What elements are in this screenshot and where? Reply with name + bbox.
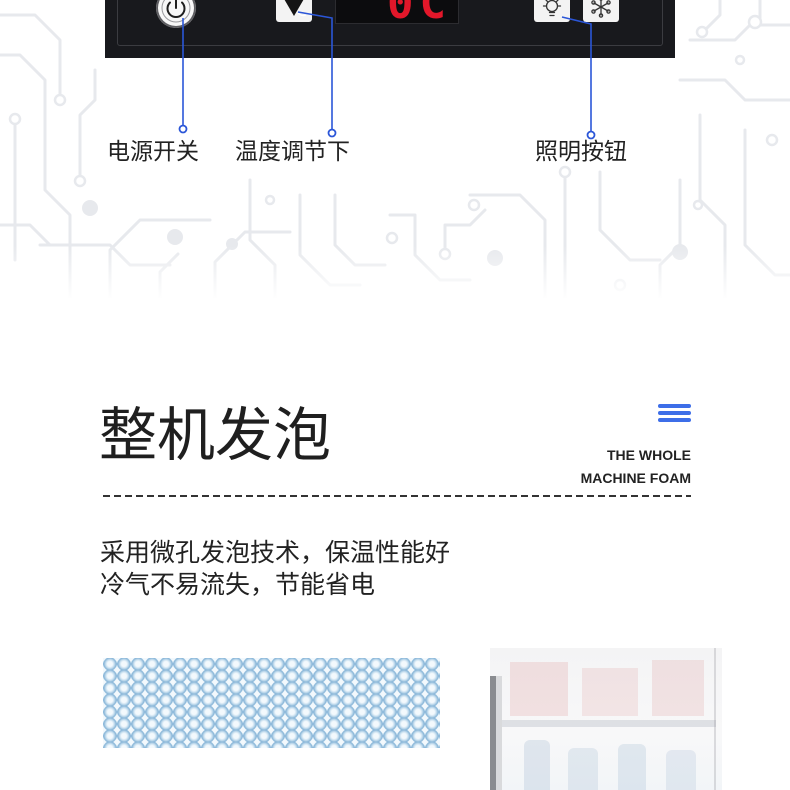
circuit-pad [8, 112, 22, 126]
display-reading: 0C [387, 0, 452, 23]
fridge-frame-edge [490, 676, 496, 790]
fridge-shelf [502, 720, 716, 727]
circuit-trace [0, 53, 72, 298]
fridge-item [510, 662, 568, 716]
fridge-item [652, 660, 704, 716]
description-line-1: 采用微孔发泡技术，保温性能好 [100, 538, 451, 567]
fridge-interior-image [490, 648, 722, 790]
circuit-pad [747, 14, 763, 30]
dashed-divider [103, 495, 691, 497]
circuit-trace [688, 23, 790, 42]
description-line-2: 冷气不易流失，节能省电 [100, 570, 376, 599]
temperature-down-button [276, 0, 312, 22]
circuit-pad [558, 165, 572, 179]
circuit-trace [78, 68, 97, 177]
circuit-pad [765, 133, 779, 147]
fridge-side-edge [714, 648, 716, 790]
power-button [156, 0, 196, 28]
panel-inner-frame [117, 0, 663, 46]
temperature-down-label: 温度调节下 [235, 139, 350, 165]
fridge-item [582, 668, 638, 716]
circuit-trace [443, 208, 487, 250]
temp-callout-line [297, 11, 333, 130]
circuit-pad [692, 199, 704, 211]
three-bars-icon [658, 404, 691, 423]
fridge-frame-edge-light [496, 676, 502, 790]
circuit-pad [167, 229, 183, 245]
bar [658, 404, 691, 408]
fan-button [583, 0, 619, 22]
circuit-pad [734, 54, 746, 66]
snowflake-icon [591, 0, 611, 18]
fridge-bottle [666, 750, 696, 790]
circuit-trace [0, 13, 62, 97]
english-subtitle-line-2: MACHINE FOAM [580, 470, 691, 486]
circuit-pad [53, 93, 67, 107]
circuit-pad [467, 198, 481, 212]
light-button [534, 0, 570, 22]
temp-callout-dot [327, 128, 337, 138]
circuit-pad [695, 25, 709, 39]
power-callout-dot [178, 124, 188, 134]
temperature-display: 0C [335, 0, 459, 24]
control-panel: 0C [105, 0, 675, 58]
fridge-bottle [618, 744, 646, 790]
circuit-pad [82, 200, 98, 216]
light-callout-dot [586, 130, 596, 140]
power-switch-label: 电源开关 [107, 139, 199, 165]
circuit-pad [73, 174, 87, 188]
section-title: 整机发泡 [99, 401, 332, 469]
bar [658, 418, 691, 422]
circuit-pad [264, 194, 276, 206]
circuit-trace [703, 0, 722, 32]
circuit-pad [385, 231, 399, 245]
fridge-bottle [524, 740, 550, 790]
circuit-trace [678, 78, 790, 102]
callout-lines [178, 11, 596, 140]
light-button-label: 照明按钮 [535, 139, 627, 165]
circuit-trace [0, 223, 52, 247]
power-icon [161, 0, 191, 23]
light-callout-line [561, 16, 592, 132]
english-subtitle-line-1: THE WHOLE [607, 447, 691, 463]
foam-texture-image [103, 658, 440, 748]
circuit-fade [0, 246, 790, 300]
light-bulb-icon [542, 0, 562, 17]
fridge-bottle [568, 748, 598, 790]
bar [658, 411, 691, 415]
triangle-down-icon [284, 0, 307, 17]
